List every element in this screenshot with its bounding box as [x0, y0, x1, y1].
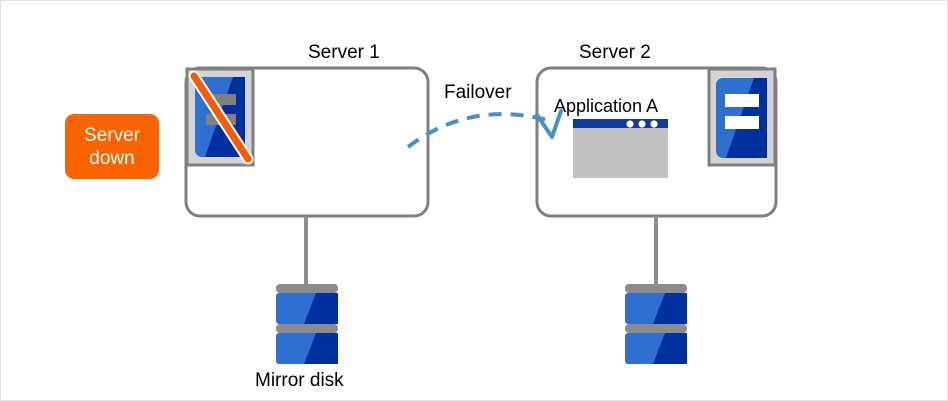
mirror-disk-icon-left	[276, 284, 338, 364]
mirror-disk-label: Mirror disk	[255, 370, 344, 391]
application-window-icon	[573, 119, 668, 178]
server1-title: Server 1	[308, 42, 380, 63]
application-label: Application A	[554, 96, 659, 116]
server-icon	[707, 67, 777, 167]
mirror-disk-icon-right	[625, 284, 687, 364]
status-badge-line1: Server	[84, 124, 140, 146]
server2-title: Server 2	[579, 42, 651, 63]
status-badge-server-down: Server down	[65, 114, 159, 179]
server-down-icon	[185, 67, 255, 167]
failover-arrow-icon	[406, 109, 563, 149]
failover-label: Failover	[444, 82, 512, 103]
status-badge-line2: down	[89, 147, 135, 169]
